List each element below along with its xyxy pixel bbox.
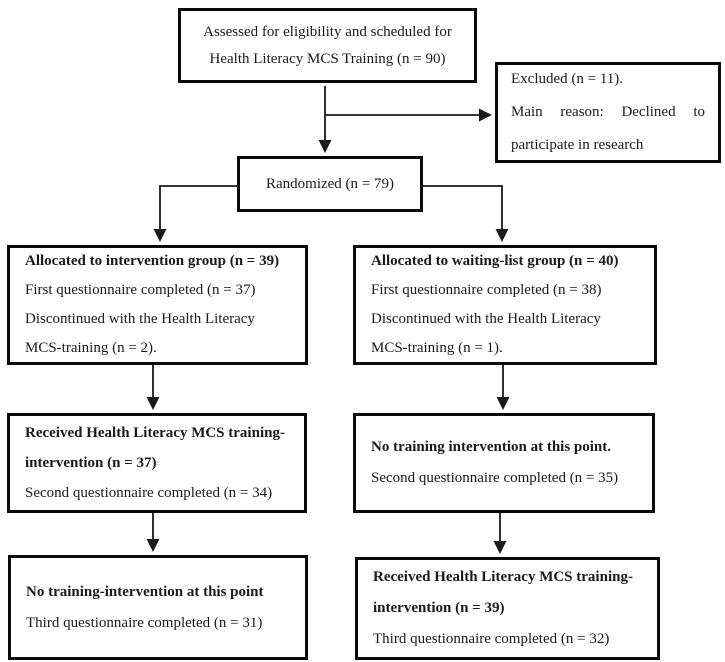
assessed-line-1: Assessed for eligibility and scheduled f…	[203, 23, 452, 40]
received-t3-title-1: Received Health Literacy MCS training-	[373, 569, 633, 585]
no-training-t2-line-2: Second questionnaire completed (n = 35)	[371, 470, 619, 486]
allocated-waiting-line-4: MCS-training (n = 1).	[371, 340, 503, 356]
box-randomized: Randomized (n = 79)	[237, 156, 423, 212]
no-training-t3-title: No training-intervention at this point	[26, 583, 264, 600]
box-received-training-t3: Received Health Literacy MCS training- i…	[355, 557, 660, 660]
received-t2-title-2: intervention (n = 37)	[25, 455, 157, 471]
allocated-intervention-line-3: Discontinued with the Health Literacy	[25, 311, 255, 327]
allocated-intervention-line-4: MCS-training (n = 2).	[25, 340, 157, 356]
excluded-reason: Main reason: Declined to participate in …	[511, 104, 705, 153]
allocated-intervention-title: Allocated to intervention group (n = 39)	[25, 253, 280, 269]
allocated-waiting-line-3: Discontinued with the Health Literacy	[371, 311, 601, 327]
arrow-randomized-to-intervention	[153, 185, 237, 242]
allocated-waiting-title: Allocated to waiting-list group (n = 40)	[371, 253, 619, 269]
arrow-randomized-to-waiting-list	[423, 185, 509, 242]
received-t3-title-2: intervention (n = 39)	[373, 600, 505, 616]
no-training-t2-title: No training intervention at this point.	[371, 439, 612, 455]
box-assessed-eligibility: Assessed for eligibility and scheduled f…	[178, 8, 477, 83]
box-allocated-intervention-group: Allocated to intervention group (n = 39)…	[7, 245, 308, 365]
received-t2-line-3: Second questionnaire completed (n = 34)	[25, 485, 273, 501]
received-t2-title-1: Received Health Literacy MCS training-	[25, 425, 285, 441]
allocated-intervention-line-2: First questionnaire completed (n = 37)	[25, 282, 256, 298]
received-t3-line-3: Third questionnaire completed (n = 32)	[373, 631, 610, 647]
box-excluded: Excluded (n = 11). Main reason: Declined…	[495, 62, 721, 163]
randomized-label: Randomized (n = 79)	[265, 175, 394, 192]
allocated-waiting-line-2: First questionnaire completed (n = 38)	[371, 282, 602, 298]
no-training-t3-line-2: Third questionnaire completed (n = 31)	[26, 614, 263, 631]
box-no-training-t3: No training-intervention at this point T…	[8, 555, 308, 660]
box-allocated-waiting-list-group: Allocated to waiting-list group (n = 40)…	[353, 245, 657, 365]
excluded-count: Excluded (n = 11).	[511, 71, 624, 87]
assessed-line-2: Health Literacy MCS Training (n = 90)	[209, 50, 446, 67]
box-received-training-t2: Received Health Literacy MCS training- i…	[7, 413, 307, 513]
box-no-training-t2: No training intervention at this point. …	[353, 413, 655, 513]
